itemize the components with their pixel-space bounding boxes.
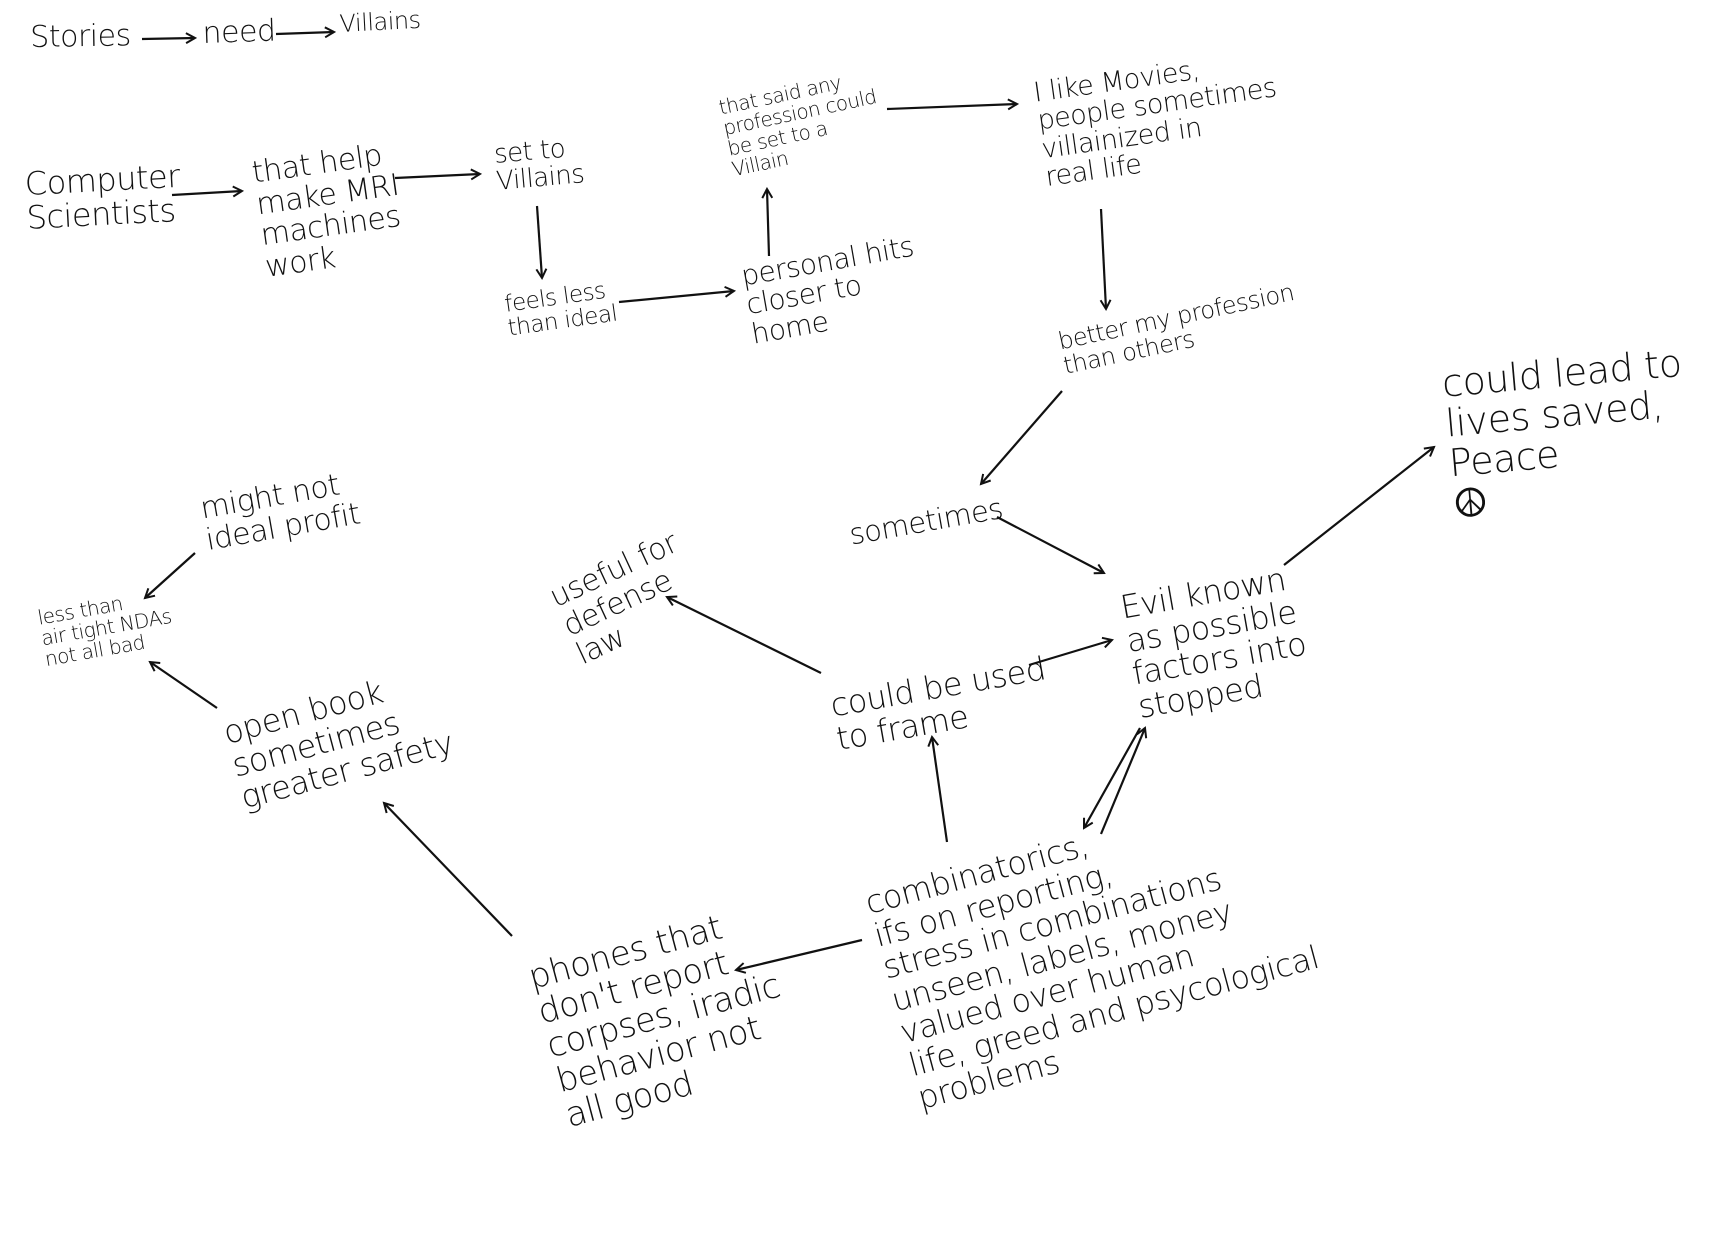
node-computer-scientists: Computer Scientists (23, 156, 181, 237)
arrow-profession-movies (886, 104, 1017, 109)
arrow-mri-villains (394, 174, 480, 178)
arrow-profit-ndas (145, 552, 196, 598)
arrow-phones-openbook (384, 803, 513, 937)
node-set-to-villains: set to Villains (492, 133, 586, 198)
arrow-openbook-ndas (150, 662, 218, 709)
arrow-evil-combinatorics (1084, 727, 1141, 828)
arrow-stories-need (141, 38, 195, 39)
arrow-need-villains (275, 32, 334, 34)
node-need: need (201, 13, 277, 51)
arrow-combinatorics-frame (932, 737, 949, 843)
lives-saved-text: could lead to lives saved, Peace (1440, 340, 1684, 486)
node-stories: Stories (29, 18, 131, 55)
node-mri: that help make MRI machines work (249, 137, 403, 285)
arrow-combinatorics-evil (1099, 728, 1145, 835)
arrow-combinatorics-phones (736, 938, 863, 970)
arrow-sometimes-evil (996, 516, 1104, 573)
arrow-frame-defense (667, 597, 822, 674)
arrow-cs-mri (171, 191, 242, 195)
arrow-frame-evil (1028, 640, 1112, 667)
node-villains-header: Villains (338, 5, 422, 38)
arrow-better-sometimes (981, 390, 1063, 484)
peace-icon: ☮ (1450, 478, 1490, 528)
arrow-personal-profession (767, 189, 769, 257)
node-lives-saved: could lead to lives saved, Peace ☮ (1437, 304, 1694, 528)
arrow-movies-better (1101, 208, 1106, 309)
arrow-villains-feels (537, 205, 542, 278)
arrow-feels-personal (618, 291, 734, 304)
arrow-evil-lives (1283, 447, 1434, 566)
